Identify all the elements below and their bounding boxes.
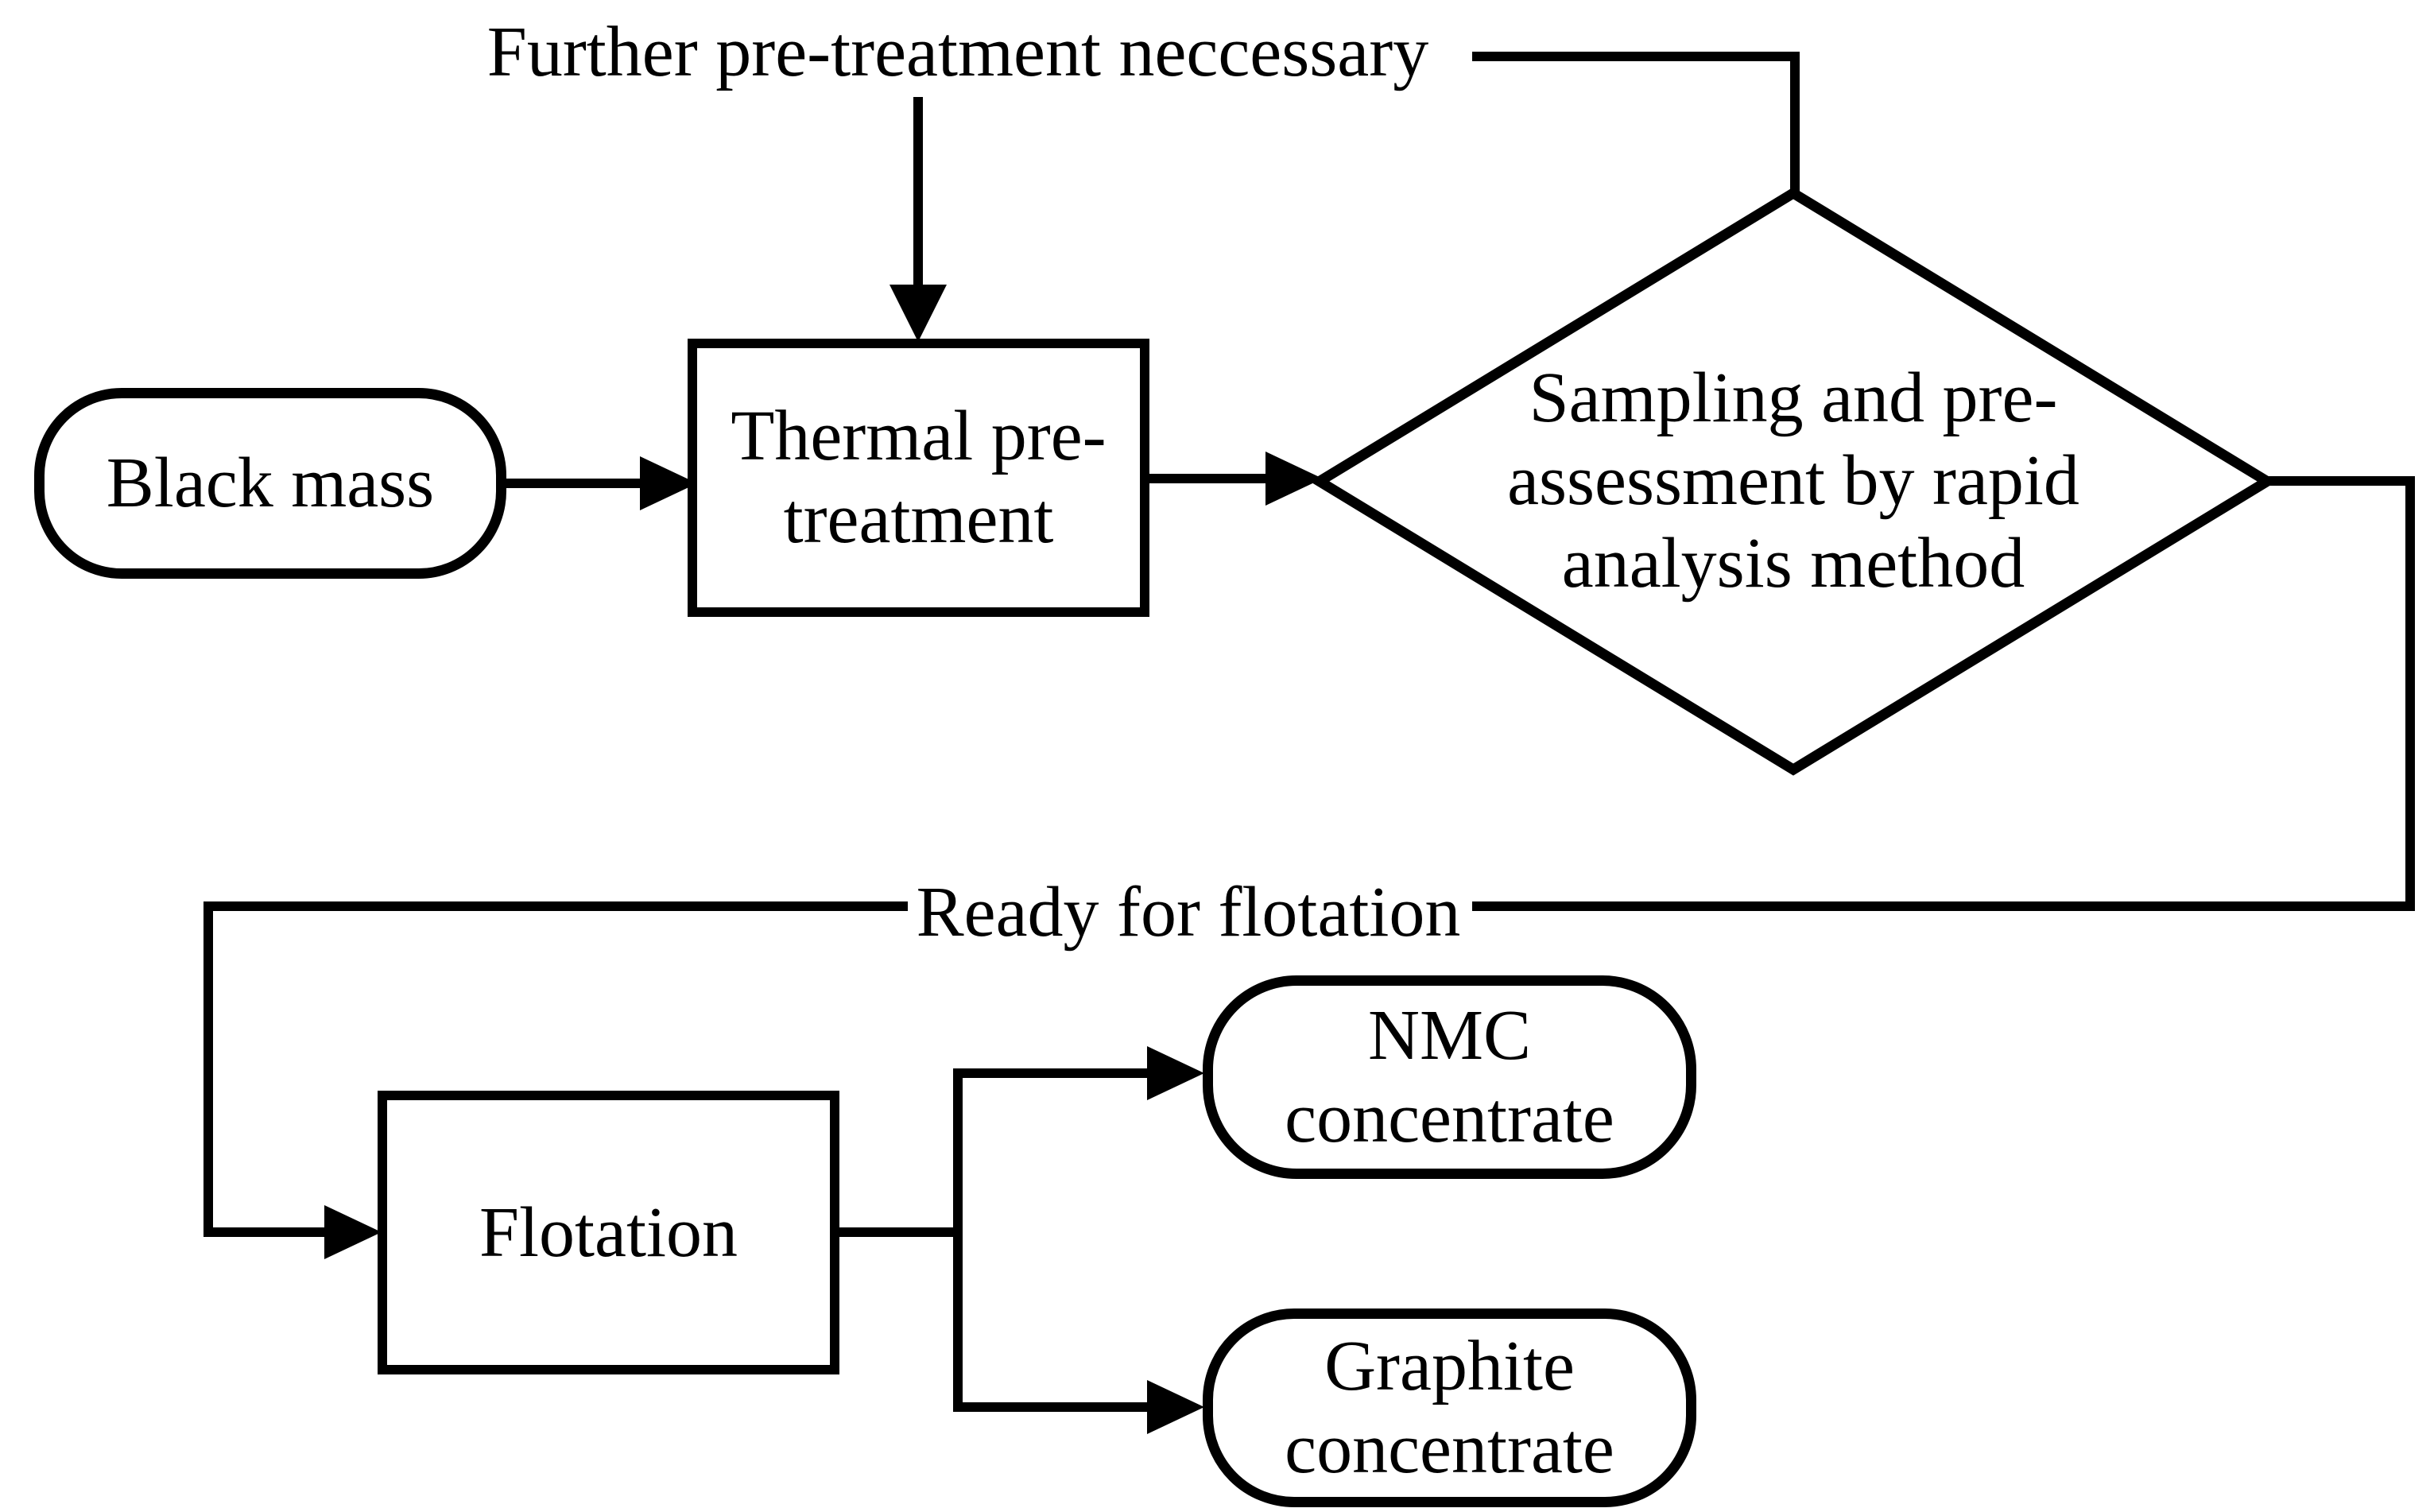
node-decision-diamond-shape [1312,187,2275,776]
feedback-arrowhead [889,285,947,342]
edge-right-vertical [2405,476,2415,911]
edge-left-vertical [203,901,213,1237]
edge-branch-nmc [953,1068,1147,1078]
edge-feedback-horizontal [1472,52,1800,61]
thermal-decision-arrowhead [1265,452,1323,506]
node-nmc-concentrate-label: NMC concentrate [1285,996,1614,1157]
edge-junction-vertical [953,1068,963,1412]
node-nmc-concentrate: NMC concentrate [1203,975,1696,1179]
edge-feedback-vertical-right [1790,52,1800,199]
node-black-mass: Black mass [34,388,506,579]
node-graphite-concentrate-label: Graphite concentrate [1285,1327,1614,1488]
edge-feedback-vertical-arrow [913,97,923,288]
edge-decision-right [2267,476,2415,486]
node-black-mass-label: Black mass [106,444,435,522]
flotation-arrowhead [324,1205,382,1259]
edge-thermal-decision [1149,474,1265,483]
graphite-arrowhead [1147,1380,1204,1434]
node-decision-label: Sampling and pre- assessment by rapid an… [1507,359,2079,603]
node-thermal-pretreatment-label: Thermal pre- treatment [731,397,1107,558]
edge-ready-left-segment [203,901,908,911]
edge-branch-graphite [953,1402,1147,1412]
edge-label-ready-for-flotation: Ready for flotation [916,873,1461,952]
node-graphite-concentrate: Graphite concentrate [1203,1308,1696,1507]
edge-label-further-pretreatment: Further pre-treatment neccessary [486,13,1429,91]
edge-into-flotation [203,1227,324,1237]
edge-ready-right-segment [1472,901,2415,911]
edge-flotation-junction [839,1227,963,1237]
node-flotation-label: Flotation [479,1192,738,1272]
edge-blackmass-thermal [506,479,641,488]
node-thermal-pretreatment: Thermal pre- treatment [688,339,1149,617]
nmc-arrowhead [1147,1046,1204,1100]
node-flotation: Flotation [378,1091,839,1374]
